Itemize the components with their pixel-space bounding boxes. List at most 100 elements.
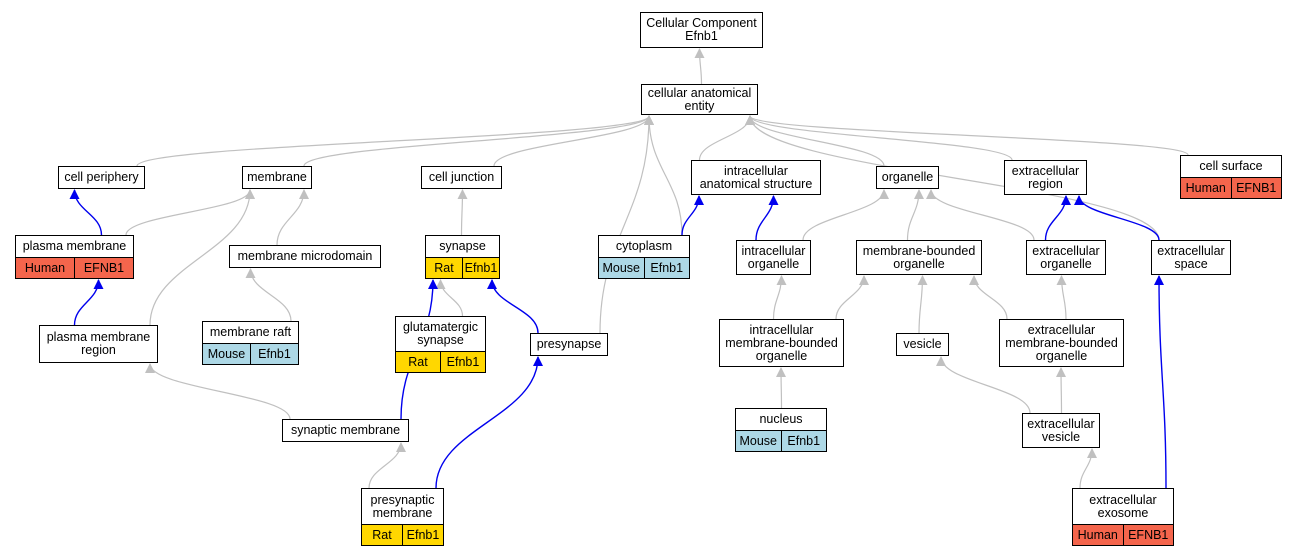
node-label-line: presynapse	[536, 337, 602, 351]
edge-extra-mb-organelle-to-mb-organelle	[969, 275, 1008, 320]
edge-extra-vesicle-to-extra-mb-organelle	[1056, 367, 1067, 414]
node-label: presynapse	[531, 334, 607, 355]
node-membrane[interactable]: membrane	[242, 166, 312, 189]
edge-synapse-to-cell-junction	[457, 189, 468, 236]
node-label-line: plasma membrane	[22, 239, 127, 253]
species-tag: Human	[1181, 178, 1231, 198]
node-synaptic-membrane[interactable]: synaptic membrane	[282, 419, 409, 442]
edge-plasma-membrane-to-membrane	[125, 189, 255, 236]
edge-mb-organelle-to-organelle	[906, 189, 924, 241]
node-label: synapse	[426, 236, 499, 257]
species-tag: Rat	[426, 258, 462, 278]
node-label-line: membrane microdomain	[237, 249, 373, 263]
edge-extra-mb-organelle-to-extra-organelle	[1056, 275, 1067, 320]
node-cell-periphery[interactable]: cell periphery	[58, 166, 145, 189]
node-cell-junction[interactable]: cell junction	[421, 166, 502, 189]
edge-presyn-membrane-to-presynapse	[435, 356, 543, 489]
edge-extra-exosome-to-extra-space	[1154, 275, 1167, 489]
edge-membrane-microdomain-to-membrane	[276, 189, 309, 246]
node-label-line: organelle	[893, 256, 945, 271]
node-label-line: region	[1028, 176, 1063, 191]
node-label-line: cell periphery	[64, 170, 139, 184]
edge-cell-junction-to-cae	[493, 115, 654, 167]
node-label-line: organelle	[747, 256, 800, 271]
node-label-line: extracellular	[1032, 243, 1100, 258]
node-vesicle[interactable]: vesicle	[896, 333, 949, 356]
node-presynapse[interactable]: presynapse	[530, 333, 608, 356]
node-membrane-microdomain[interactable]: membrane microdomain	[229, 245, 381, 268]
gene-tag: EFNB1	[1230, 178, 1281, 198]
edge-intra-mb-organelle-to-intra-organelle	[772, 275, 787, 320]
edge-cell-periphery-to-cae	[136, 115, 654, 167]
node-label-line: region	[81, 343, 116, 357]
edge-pm-region-to-plasma-membrane	[73, 279, 104, 326]
node-label-line: membrane-bounded	[725, 335, 838, 350]
edge-intra-mb-organelle-to-mb-organelle	[835, 275, 869, 320]
edge-nucleus-to-intra-mb-organelle	[776, 367, 787, 409]
node-label-line: organelle	[1035, 348, 1088, 363]
edge-presynapse-to-cae	[599, 115, 654, 334]
node-label-line: glutamatergic	[402, 320, 479, 334]
node-label: membrane	[243, 167, 311, 188]
edge-cell-surface-to-cae	[745, 115, 1189, 156]
node-label-line: cytoplasm	[615, 239, 673, 253]
node-label: nucleus	[736, 409, 826, 430]
edge-extra-region-to-cae	[745, 115, 1013, 161]
edge-membrane-raft-to-membrane-microdomain	[245, 268, 292, 322]
gene-tag: Efnb1	[462, 258, 499, 278]
edge-extra-space-to-extra-region	[1074, 195, 1160, 241]
gene-tag: Efnb1	[250, 344, 298, 364]
node-label: membrane microdomain	[230, 246, 380, 267]
node-label-line: plasma membrane	[46, 330, 151, 344]
edge-cytoplasm-to-intra-anat	[681, 195, 704, 236]
species-tag: Rat	[396, 352, 440, 372]
node-label-line: Cellular Component	[646, 16, 757, 30]
node-label-line: cell junction	[428, 170, 495, 184]
edge-cytoplasm-to-cae	[644, 115, 683, 236]
edge-synaptic-membrane-to-pm-region	[145, 363, 291, 420]
edge-presynapse-to-synapse	[487, 279, 539, 334]
node-label-line: cell surface	[1199, 159, 1263, 173]
edge-glut-synapse-to-synapse	[435, 279, 464, 317]
node-label: cell surface	[1181, 156, 1281, 177]
node-organelle[interactable]: organelle	[876, 166, 939, 189]
node-label-line: organelle	[881, 170, 934, 184]
edge-organelle-to-cae	[745, 115, 885, 167]
